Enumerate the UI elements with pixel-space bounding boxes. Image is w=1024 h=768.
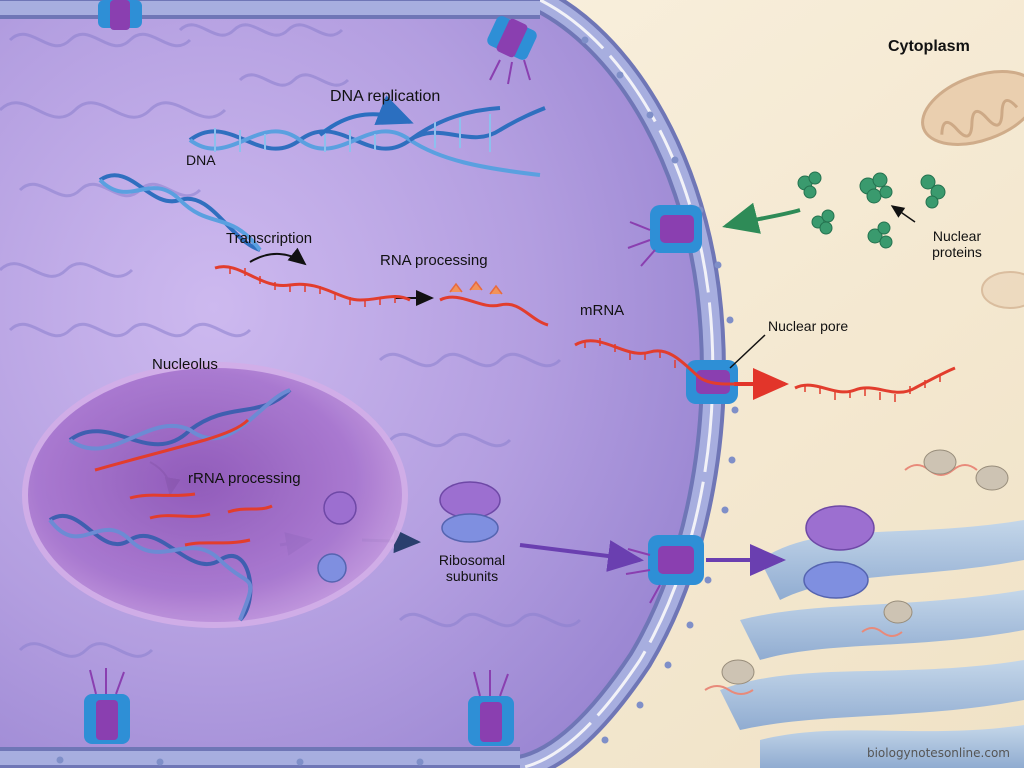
processed-rna <box>439 280 549 327</box>
ribosomal-subunits-label-line1: Ribosomal <box>438 552 506 568</box>
rrna-processing-label: rRNA processing <box>188 470 301 487</box>
nuclear-pore-upper <box>627 205 702 267</box>
chromatin <box>0 23 582 658</box>
nuclear-pore-lower <box>625 535 704 604</box>
transcription-arrow <box>249 247 307 266</box>
pre-mrna-bases <box>229 266 396 307</box>
cytoplasmic-mrna-bases <box>804 374 941 402</box>
nuclear-pore-label: Nuclear pore <box>768 318 849 334</box>
nucleolus <box>22 362 408 628</box>
ribosome-export-arrow-in <box>519 540 644 572</box>
mitochondrion <box>921 70 1024 146</box>
ribosomal-subunits-nucleoplasm <box>439 481 501 543</box>
nuclear-pore-bottom <box>468 670 514 746</box>
nuclear-pore-top-left <box>98 0 142 30</box>
nuclear-proteins-label-line1: Nuclear <box>932 228 982 244</box>
envelope-ribosome-dots <box>56 36 739 766</box>
mitochondrion-2 <box>981 271 1024 309</box>
pre-mrna-strand <box>214 265 411 302</box>
nuclear-proteins-label-line2: proteins <box>932 244 982 261</box>
rrna-strands <box>94 418 273 547</box>
dna-replication-label: DNA replication <box>330 88 441 105</box>
dna-replication-arrow <box>318 95 414 137</box>
dna-helix <box>98 106 546 252</box>
cytoplasm-label: Cytoplasm <box>888 38 970 55</box>
ribosomal-subunits-label-line2: subunits <box>445 568 499 585</box>
ribosomal-subunits-label: Ribosomal subunits <box>430 552 514 584</box>
mrna-bases <box>584 338 676 368</box>
cytoplasmic-ribosomes <box>704 449 1009 695</box>
dna-base-pairs <box>214 114 491 152</box>
mrna-strand <box>574 339 736 386</box>
dna-label: DNA <box>186 152 216 168</box>
nuclear-envelope <box>0 0 726 768</box>
transcription-label: Transcription <box>226 230 313 247</box>
nuclear-protein-import-arrow <box>722 202 801 234</box>
nuclear-pore-pointer <box>729 334 766 369</box>
nuclear-proteins-label: Nuclear proteins <box>920 228 994 260</box>
rna-processing-label: RNA processing <box>380 252 488 269</box>
cytoplasmic-mrna <box>794 366 956 394</box>
nucleolus-dna <box>48 388 292 622</box>
ribosomal-subunits-cytoplasm <box>803 505 875 599</box>
nucleolus-label: Nucleolus <box>152 356 218 373</box>
nuclear-pore-bottom-left <box>84 668 130 744</box>
watermark: biologynotesonline.com <box>866 746 1010 760</box>
mrna-label: mRNA <box>580 302 625 319</box>
nuclear-protein-pointer <box>890 205 916 223</box>
nuclear-proteins <box>797 171 946 249</box>
nuclear-pore-top <box>487 16 537 85</box>
nucleolus-subunits <box>317 491 357 583</box>
